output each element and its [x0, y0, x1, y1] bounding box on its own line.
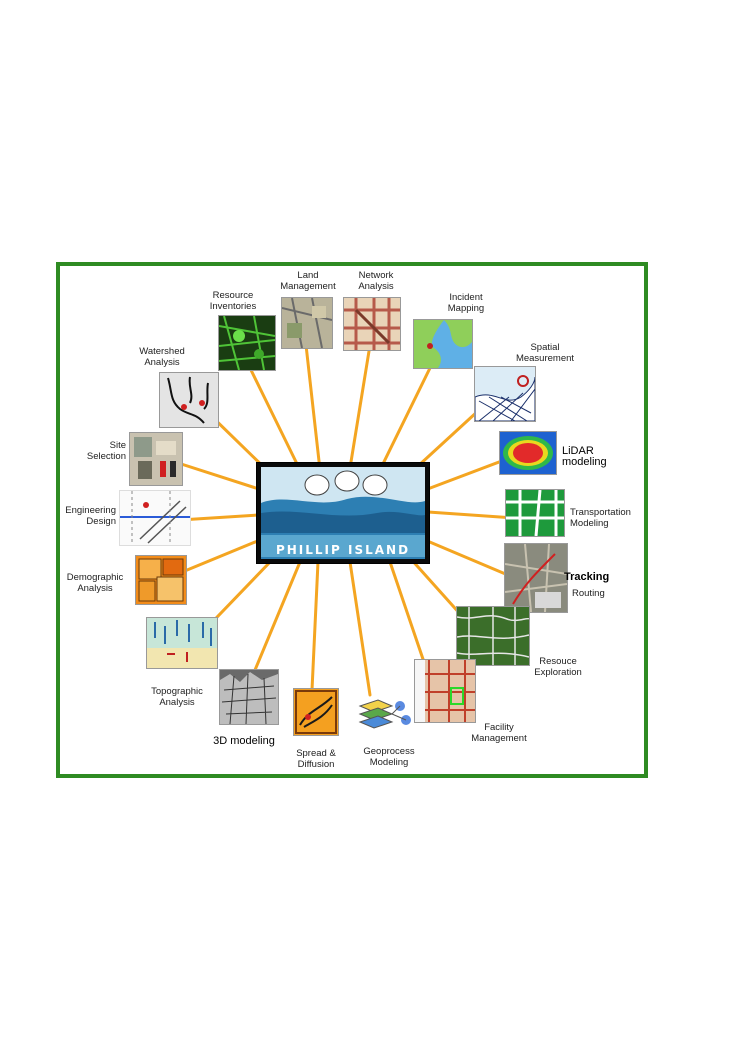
label-routing: Routing [572, 588, 605, 599]
center-title: PHILLIP ISLAND [275, 543, 411, 557]
tracking-routing-thumbnail [504, 543, 568, 613]
label-topographic-analysis: Topographic Analysis [151, 686, 203, 708]
label-3d-modeling: 3D modeling [213, 735, 275, 747]
transportation-modeling-thumbnail [505, 489, 565, 537]
label-resource-exploration: Resouce Exploration [534, 656, 582, 678]
lidar-modeling-thumbnail [499, 431, 557, 475]
facility-management-thumbnail [414, 659, 476, 723]
label-lidar-modeling: LiDAR modeling [562, 445, 607, 468]
label-transportation-modeling: Transportation Modeling [570, 507, 631, 529]
label-facility-management: Facility Management [471, 722, 527, 744]
label-watershed-analysis: Watershed Analysis [139, 346, 185, 368]
spoke-land-management [304, 343, 322, 472]
resource-exploration-thumbnail [456, 606, 530, 666]
label-incident-mapping: Incident Mapping [447, 292, 485, 314]
3d-modeling-thumbnail [219, 669, 279, 725]
topographic-analysis-thumbnail [146, 617, 218, 669]
label-land-management: Land Management [280, 270, 336, 292]
spoke-demographic [173, 538, 262, 577]
label-demographic-analysis: Demographic Analysis [66, 572, 124, 594]
land-management-thumbnail [281, 297, 333, 349]
watershed-analysis-thumbnail [159, 372, 219, 428]
site-selection-thumbnail [129, 432, 183, 486]
spoke-tracking [423, 538, 517, 580]
label-geoprocess-modeling: Geoprocess Modeling [363, 746, 415, 768]
demographic-analysis-thumbnail [135, 555, 187, 605]
geoprocess-modeling-thumbnail [356, 692, 414, 732]
label-spatial-measurement: Spatial Measurement [515, 342, 575, 364]
spoke-incident-mapping [378, 366, 432, 472]
label-site-selection: Site Selection [86, 440, 126, 462]
phillip-island-image: PHILLIP ISLAND [256, 462, 430, 564]
incident-mapping-thumbnail [413, 319, 473, 369]
spoke-3d [253, 560, 302, 672]
spatial-measurement-thumbnail [474, 366, 536, 422]
spoke-site-selection [173, 460, 264, 492]
label-spread-diffusion: Spread & Diffusion [296, 748, 336, 770]
spoke-transportation [426, 510, 517, 520]
spoke-network-analysis [348, 343, 372, 470]
diagram-frame [56, 262, 648, 778]
spoke-engineering [178, 513, 260, 522]
label-network-analysis: Network Analysis [358, 270, 394, 292]
network-analysis-thumbnail [343, 297, 401, 351]
spread-diffusion-thumbnail [293, 688, 339, 736]
spoke-geoprocess [348, 560, 372, 697]
label-engineering-design: Engineering Design [65, 505, 116, 527]
resource-inventories-thumbnail [218, 315, 276, 371]
label-tracking: Tracking [564, 571, 610, 583]
engineering-design-thumbnail [119, 490, 191, 546]
label-resource-inventories: Resource Inventories [209, 290, 257, 312]
spoke-facility [388, 560, 427, 667]
spoke-resource-inventories [248, 366, 302, 472]
spoke-spread [310, 560, 320, 692]
